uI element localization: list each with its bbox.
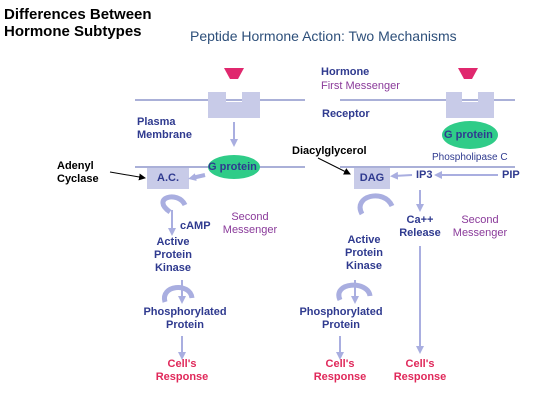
g-protein-left-label: G protein — [208, 161, 257, 173]
phosphorylated-right-label: Phosphorylated Protein — [299, 306, 383, 331]
hormone-label: Hormone — [321, 66, 370, 78]
g-protein-right-label: G protein — [444, 129, 493, 141]
phosphorylated-left-label: Phosphorylated Protein — [143, 306, 227, 331]
phospholipase-label: Phospholipase C — [432, 152, 508, 163]
page-title: Differences Between Hormone Subtypes — [4, 6, 152, 40]
ip3-label: IP3 — [416, 169, 433, 181]
kinase-right-label: Active Protein Kinase — [345, 234, 383, 272]
plasma-membrane-label: Plasma Membrane — [137, 116, 193, 141]
kinase-left-label: Active Protein Kinase — [154, 236, 192, 274]
dag-box-label: DAG — [359, 172, 385, 184]
diagram-title: Peptide Hormone Action: Two Mechanisms — [190, 28, 457, 44]
hormone-left-icon — [224, 68, 244, 79]
calcium-release-label: Ca++ Release — [399, 214, 441, 239]
diacylglycerol-label: Diacylglycerol — [292, 145, 367, 157]
response-center-label: Cell's Response — [313, 358, 367, 383]
receptor-right-icon — [446, 92, 494, 118]
second-messenger-right-label: Second Messenger — [452, 214, 508, 239]
receptor-left-icon — [208, 92, 260, 118]
g-protein-right — [442, 121, 498, 149]
response-left-label: Cell's Response — [155, 358, 209, 383]
dag-box — [354, 168, 390, 189]
ac-box-label: A.C. — [157, 172, 179, 184]
g-protein-left — [208, 155, 260, 179]
adenyl-cyclase-label: Adenyl Cyclase — [57, 160, 99, 185]
camp-label: cAMP — [180, 220, 211, 232]
receptor-label: Receptor — [322, 108, 370, 120]
adenyl-cyclase-box — [147, 168, 189, 189]
response-right-label: Cell's Response — [393, 358, 447, 383]
pip-label: PIP — [502, 169, 520, 181]
hormone-right-icon — [458, 68, 478, 79]
second-messenger-left-label: Second Messenger — [222, 211, 278, 236]
first-messenger-label: First Messenger — [321, 80, 400, 92]
